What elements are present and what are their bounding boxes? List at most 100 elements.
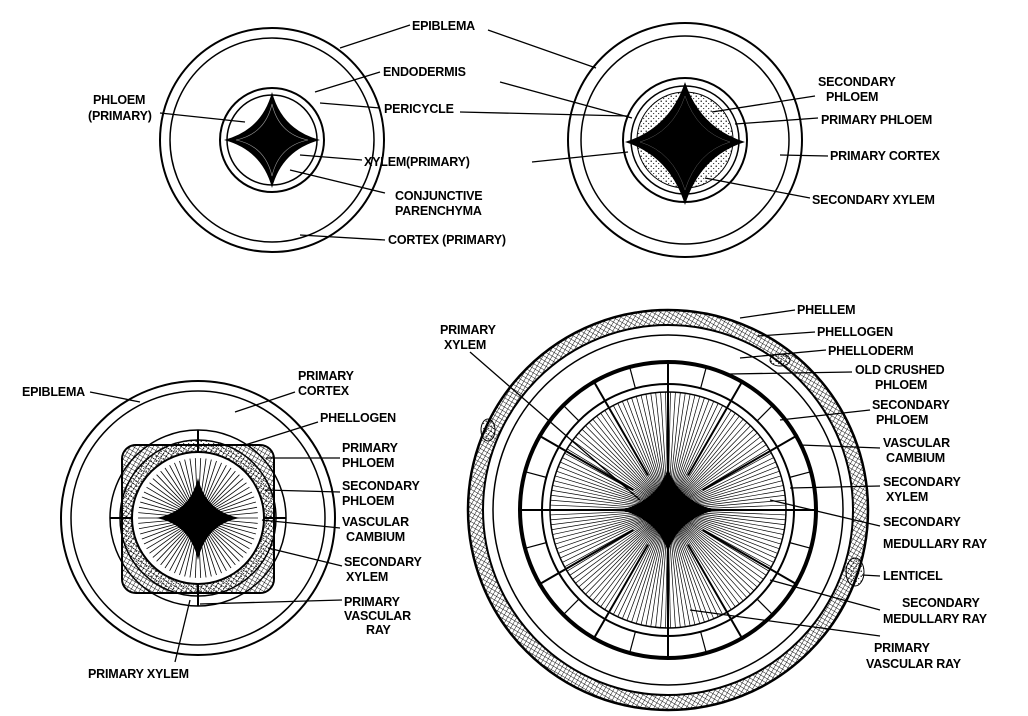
label-endodermis: ENDODERMIS (383, 65, 466, 79)
phloem-divider (524, 542, 547, 549)
label-primary-phloem-1: PRIMARY (342, 441, 399, 455)
xylem-ray-line (567, 513, 664, 577)
cortex-inner-ring (580, 35, 790, 245)
xylem-ray-line (570, 439, 664, 507)
label-secondary-xylem-1: SECONDARY (883, 475, 961, 489)
label-phellogen: PHELLOGEN (320, 411, 396, 425)
xylem-ray-line (671, 420, 749, 506)
label-primary-vascular-ray-2: VASCULAR RAY (866, 657, 962, 671)
label-primary-xylem-2: XYLEM (444, 338, 486, 352)
xylem-ray-line (580, 427, 664, 507)
xylem-ray-line (591, 417, 665, 506)
panel-primary-root: EPIBLEMA ENDODERMIS PHLOEM (PRIMARY) PER… (88, 19, 506, 253)
xylem-ray-line (612, 403, 666, 505)
phloem-divider (789, 542, 812, 549)
xylem-ray-line (591, 514, 665, 603)
xylem-ray-line (560, 512, 663, 564)
medullary-ray-line (537, 529, 634, 586)
xylem-ray-line (670, 403, 724, 505)
label-lenticel: LENTICEL (883, 569, 943, 583)
label-cortex-primary: CORTEX (PRIMARY) (388, 233, 506, 247)
label-epiblema: EPIBLEMA (412, 19, 475, 33)
secondary-xylem-hatch (639, 95, 731, 191)
xylem-ray-line (672, 435, 763, 507)
xylem-star (224, 92, 320, 188)
label-secondary-phloem-1: SECONDARY (342, 479, 420, 493)
label-old-crushed-phloem-2: PHLOEM (875, 378, 927, 392)
label-xylem-primary: XYLEM(PRIMARY) (364, 155, 470, 169)
phloem-divider (756, 404, 774, 422)
panel-early-secondary-root: SECONDARY PHLOEM PRIMARY PHLOEM PRIMARY … (459, 22, 941, 258)
phelloderm-ring (492, 334, 844, 686)
label-primary-phloem: PRIMARY PHLOEM (821, 113, 932, 127)
medullary-ray-line (592, 379, 649, 476)
xylem-ray-line (672, 439, 766, 507)
xylem-ray-line (670, 514, 733, 612)
xylem-ray-line (599, 514, 665, 609)
phloem-divider (700, 366, 707, 389)
xylem-ray-line (671, 514, 749, 600)
xylem-ray-line (567, 443, 664, 507)
label-secondary-phloem-2: PHLOEM (826, 90, 878, 104)
xylem-ray-line (573, 435, 664, 507)
primary-xylem-star (621, 468, 715, 552)
label-secondary-medullary-ray-2a: SECONDARY (902, 596, 980, 610)
label-secondary-phloem-2: PHLOEM (342, 494, 394, 508)
xylem-ray-line (673, 451, 774, 508)
phloem-divider (562, 404, 580, 422)
medullary-rays (518, 360, 818, 660)
phloem-divider (756, 598, 774, 616)
xylem-ray-line (672, 431, 760, 507)
primary-vascular-rays (110, 430, 286, 606)
endodermis-ring (219, 87, 325, 193)
label-phloem-primary-1: PHLOEM (93, 93, 145, 107)
medullary-ray-line (702, 434, 799, 491)
phloem-divider (629, 631, 636, 654)
epiblema-ring (60, 380, 336, 656)
cortex-inner-ring (70, 390, 326, 646)
medullary-ray-line (687, 379, 744, 476)
xylem-ray-line (603, 514, 666, 612)
phloem-divider (629, 366, 636, 389)
label-secondary-medullary-ray-2b: MEDULLARY RAY (883, 612, 988, 626)
primary-xylem-star (156, 478, 240, 560)
label-primary-cortex-1: PRIMARY (298, 369, 355, 383)
epiblema-ring (159, 27, 385, 253)
label-primary-cortex-2: CORTEX (298, 384, 350, 398)
label-conjunctive-2: PARENCHYMA (395, 204, 482, 218)
xylem-ray-line (583, 514, 665, 596)
label-conjunctive-1: CONJUNCTIVE (395, 189, 482, 203)
xylem-ray-line (671, 514, 741, 606)
label-primary-xylem-1: PRIMARY (440, 323, 497, 337)
label-secondary-medullary-ray-1a: SECONDARY (883, 515, 961, 529)
xylem-ray-line (670, 408, 733, 506)
xylem-ray-line (672, 513, 766, 581)
xylem-ray-line (616, 401, 666, 505)
phloem-divider (562, 598, 580, 616)
xylem-ray-line (599, 411, 665, 506)
label-secondary-phloem-1: SECONDARY (818, 75, 896, 89)
label-secondary-xylem-2: XYLEM (346, 570, 388, 584)
xylem-ray-line (671, 424, 753, 506)
cortex-inner-ring (169, 37, 375, 243)
label-primary-vascular-ray-3: RAY (366, 623, 392, 637)
xylem-ray-line (670, 515, 724, 617)
xylem-ray-line (565, 512, 664, 573)
xylem-ray-line (570, 513, 664, 581)
label-primary-phloem-2: PHLOEM (342, 456, 394, 470)
label-phellem: PHELLEM (797, 303, 855, 317)
medullary-ray-line (592, 544, 649, 641)
xylem-ray-line (587, 514, 665, 600)
panel-mature-root: PRIMARY XYLEM PHELLEM PHELLOGEN PHELLODE… (440, 303, 988, 712)
xylem-ray-line (671, 514, 745, 603)
xylem-ray-line (616, 515, 666, 619)
phloem-divider (524, 471, 547, 478)
xylem-ray-line (576, 431, 664, 507)
xylem-ray-line (672, 427, 756, 507)
xylem-ray-line (573, 513, 664, 585)
xylem-ray-line (580, 513, 664, 593)
label-primary-vascular-ray-2: VASCULAR (344, 609, 411, 623)
label-vascular-cambium-1: VASCULAR (342, 515, 409, 529)
label-vascular-cambium-1: VASCULAR (883, 436, 950, 450)
